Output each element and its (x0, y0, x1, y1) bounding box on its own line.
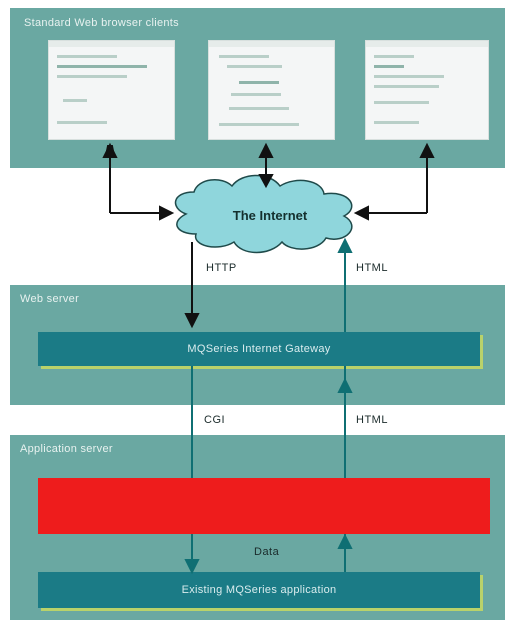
internet-cloud (174, 174, 353, 254)
existing-application-box: Existing MQSeries application (38, 572, 480, 608)
data-label: Data (254, 546, 280, 558)
cgi-label: CGI (204, 414, 226, 426)
browser-thumbnail-1 (48, 40, 175, 140)
http-label: HTTP (206, 262, 237, 274)
html-label-top: HTML (356, 262, 388, 274)
clients-panel-title: Standard Web browser clients (24, 17, 179, 29)
web-server-panel-title: Web server (20, 293, 80, 305)
html-label-mid: HTML (356, 414, 388, 426)
application-server-panel-title: Application server (20, 443, 113, 455)
browser-thumbnail-3 (365, 40, 489, 140)
browser-thumbnail-2 (208, 40, 335, 140)
internet-cloud-label: The Internet (232, 208, 308, 223)
redacted-box (38, 478, 490, 534)
internet-gateway-box: MQSeries Internet Gateway (38, 332, 480, 366)
